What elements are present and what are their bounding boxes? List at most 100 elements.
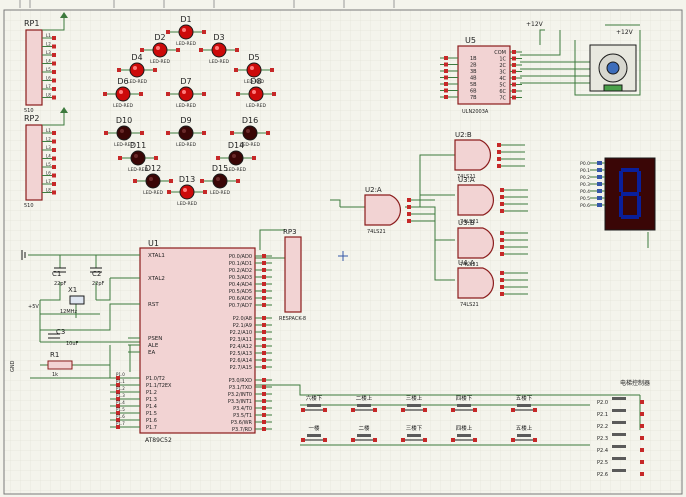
u1-bus-label: P1.7 xyxy=(116,421,125,426)
u1-pin-label: P0.3/AD3 xyxy=(229,275,252,281)
button-pin-marker xyxy=(451,438,455,442)
v12-label-motor: +12V xyxy=(616,29,634,36)
u3a-gate-body[interactable] xyxy=(457,184,495,216)
led-d6[interactable] xyxy=(115,86,131,102)
led-d15[interactable] xyxy=(212,173,228,189)
floor-button-bottom-3: 四楼上 xyxy=(456,424,473,432)
rp2-vcc-wire xyxy=(42,113,65,126)
button-pin-marker xyxy=(301,438,305,442)
u2b-gate-body[interactable] xyxy=(454,139,492,171)
button-pin-marker xyxy=(473,408,477,412)
led-pin-marker xyxy=(140,48,144,52)
u2a-part-label: 74LS21 xyxy=(367,229,386,235)
lift-button-pin-marker xyxy=(640,436,644,440)
floor-buttons: 六楼下二楼上三楼上四楼下五楼下一楼二楼三楼下四楼上五楼上 xyxy=(301,394,537,442)
led-d7[interactable] xyxy=(178,86,194,102)
led-d10[interactable] xyxy=(116,125,132,141)
rp1-pin-marker xyxy=(52,95,56,100)
u1-pin-label: P2.1/A9 xyxy=(233,323,252,329)
u3a-pin-marker xyxy=(500,202,504,206)
lift-button-cap xyxy=(612,421,626,424)
u3b-gate-body[interactable] xyxy=(457,227,495,259)
u1-pin-marker xyxy=(262,275,266,279)
rp1-pin-label: L1 xyxy=(46,33,51,38)
u2a-label: U2:A xyxy=(365,186,382,194)
rp2-pin-marker xyxy=(52,165,56,169)
led-pin-marker xyxy=(202,92,206,96)
led-pin-marker xyxy=(235,48,239,52)
u1-pin-marker xyxy=(116,383,120,387)
seg-pin-label: P0.2 xyxy=(580,175,590,181)
seven-segment-display[interactable]: P0.0P0.1P0.2P0.3P0.4P0.5P0.6 xyxy=(580,157,656,231)
led-pin-marker xyxy=(104,131,108,135)
led-pin-marker xyxy=(166,92,170,96)
u3a-pin-marker xyxy=(500,188,504,192)
u1-pin-label: RST xyxy=(148,302,159,308)
rp2-body[interactable] xyxy=(25,124,43,201)
led-d11[interactable] xyxy=(130,150,146,166)
u1-bus-label: P1.2 xyxy=(116,386,125,391)
led-d4[interactable] xyxy=(129,62,145,78)
c1-val: 22pF xyxy=(54,281,67,287)
led-d8[interactable] xyxy=(248,86,264,102)
button-cap xyxy=(357,434,371,437)
u5-driver[interactable]: U5 ULN2003A 1B2B3B4B5B6B7BCOM1C2C3C4C5C6… xyxy=(440,36,522,115)
stepper-motor[interactable] xyxy=(589,44,637,92)
u5-pin-marker xyxy=(512,89,516,93)
led-label: D11 xyxy=(130,141,146,150)
u5-pin-label: 7C xyxy=(499,96,506,102)
led-part-label: LED-RED xyxy=(210,190,230,196)
button-pin-marker xyxy=(423,438,427,442)
u1-pin-marker xyxy=(262,289,266,293)
u1-pin-marker xyxy=(116,404,120,408)
floor-button-top-4: 五楼下 xyxy=(516,394,533,402)
button-cap xyxy=(517,404,531,407)
u4a-gate-body[interactable] xyxy=(457,267,495,299)
led-d9[interactable] xyxy=(178,125,194,141)
led-pin-marker xyxy=(166,30,170,34)
u2a-gate-body[interactable] xyxy=(364,194,402,226)
u1-mcu[interactable]: U1 AT89C52 XTAL1XTAL2RSTPSENALEEAP1.0/T2… xyxy=(110,239,272,444)
u1-pin-marker xyxy=(262,392,266,396)
rp2-pin-label: L4 xyxy=(46,154,51,159)
u1-pin-label: P2.4/A12 xyxy=(230,344,252,350)
c3-val: 10uF xyxy=(66,341,79,347)
u5-pin-label: 2B xyxy=(470,63,477,69)
lift-button-cap xyxy=(612,445,626,448)
led-label: D12 xyxy=(145,164,161,173)
led-pin-marker xyxy=(203,190,207,194)
led-pin-marker xyxy=(266,131,270,135)
led-pin-marker xyxy=(200,179,204,183)
led-part-label: LED-RED xyxy=(176,142,196,148)
u2a-pin-marker xyxy=(407,205,411,209)
led-d13[interactable] xyxy=(179,184,195,200)
rp1-pin-marker xyxy=(52,61,56,66)
c2-label: C2 xyxy=(92,270,101,278)
led-part-label: LED-RED xyxy=(177,201,197,207)
u1-pin-marker xyxy=(262,337,266,341)
led-d5[interactable] xyxy=(246,62,262,78)
led-d1[interactable] xyxy=(178,24,194,40)
led-pin-marker xyxy=(117,68,121,72)
rp1-body[interactable] xyxy=(25,29,43,106)
u1-pin-labels: XTAL1XTAL2RSTPSENALEEAP1.0/T2P1.0P1.1/T2… xyxy=(110,253,272,433)
seg-pin-marker xyxy=(597,175,602,179)
rp2-label: RP2 xyxy=(24,114,39,123)
led-d16[interactable] xyxy=(242,125,258,141)
led-d14[interactable] xyxy=(228,150,244,166)
u5-pin-label: 5B xyxy=(470,82,477,88)
u1-pin-marker xyxy=(262,268,266,272)
led-pin-marker xyxy=(234,68,238,72)
led-d12[interactable] xyxy=(145,173,161,189)
led-d2[interactable] xyxy=(152,42,168,58)
lift-pin-label: P2.5 xyxy=(597,460,608,466)
u5-pin-marker xyxy=(512,82,516,87)
button-pin-marker xyxy=(511,408,515,412)
u1-pin-marker xyxy=(262,254,266,258)
led-d3[interactable] xyxy=(211,42,227,58)
led-label: D9 xyxy=(180,116,191,125)
rp3-respack[interactable]: RP3 RESPACK-8 xyxy=(279,228,306,322)
seg-pin-label: P0.5 xyxy=(580,196,590,202)
rp2-pin-marker xyxy=(52,190,56,195)
